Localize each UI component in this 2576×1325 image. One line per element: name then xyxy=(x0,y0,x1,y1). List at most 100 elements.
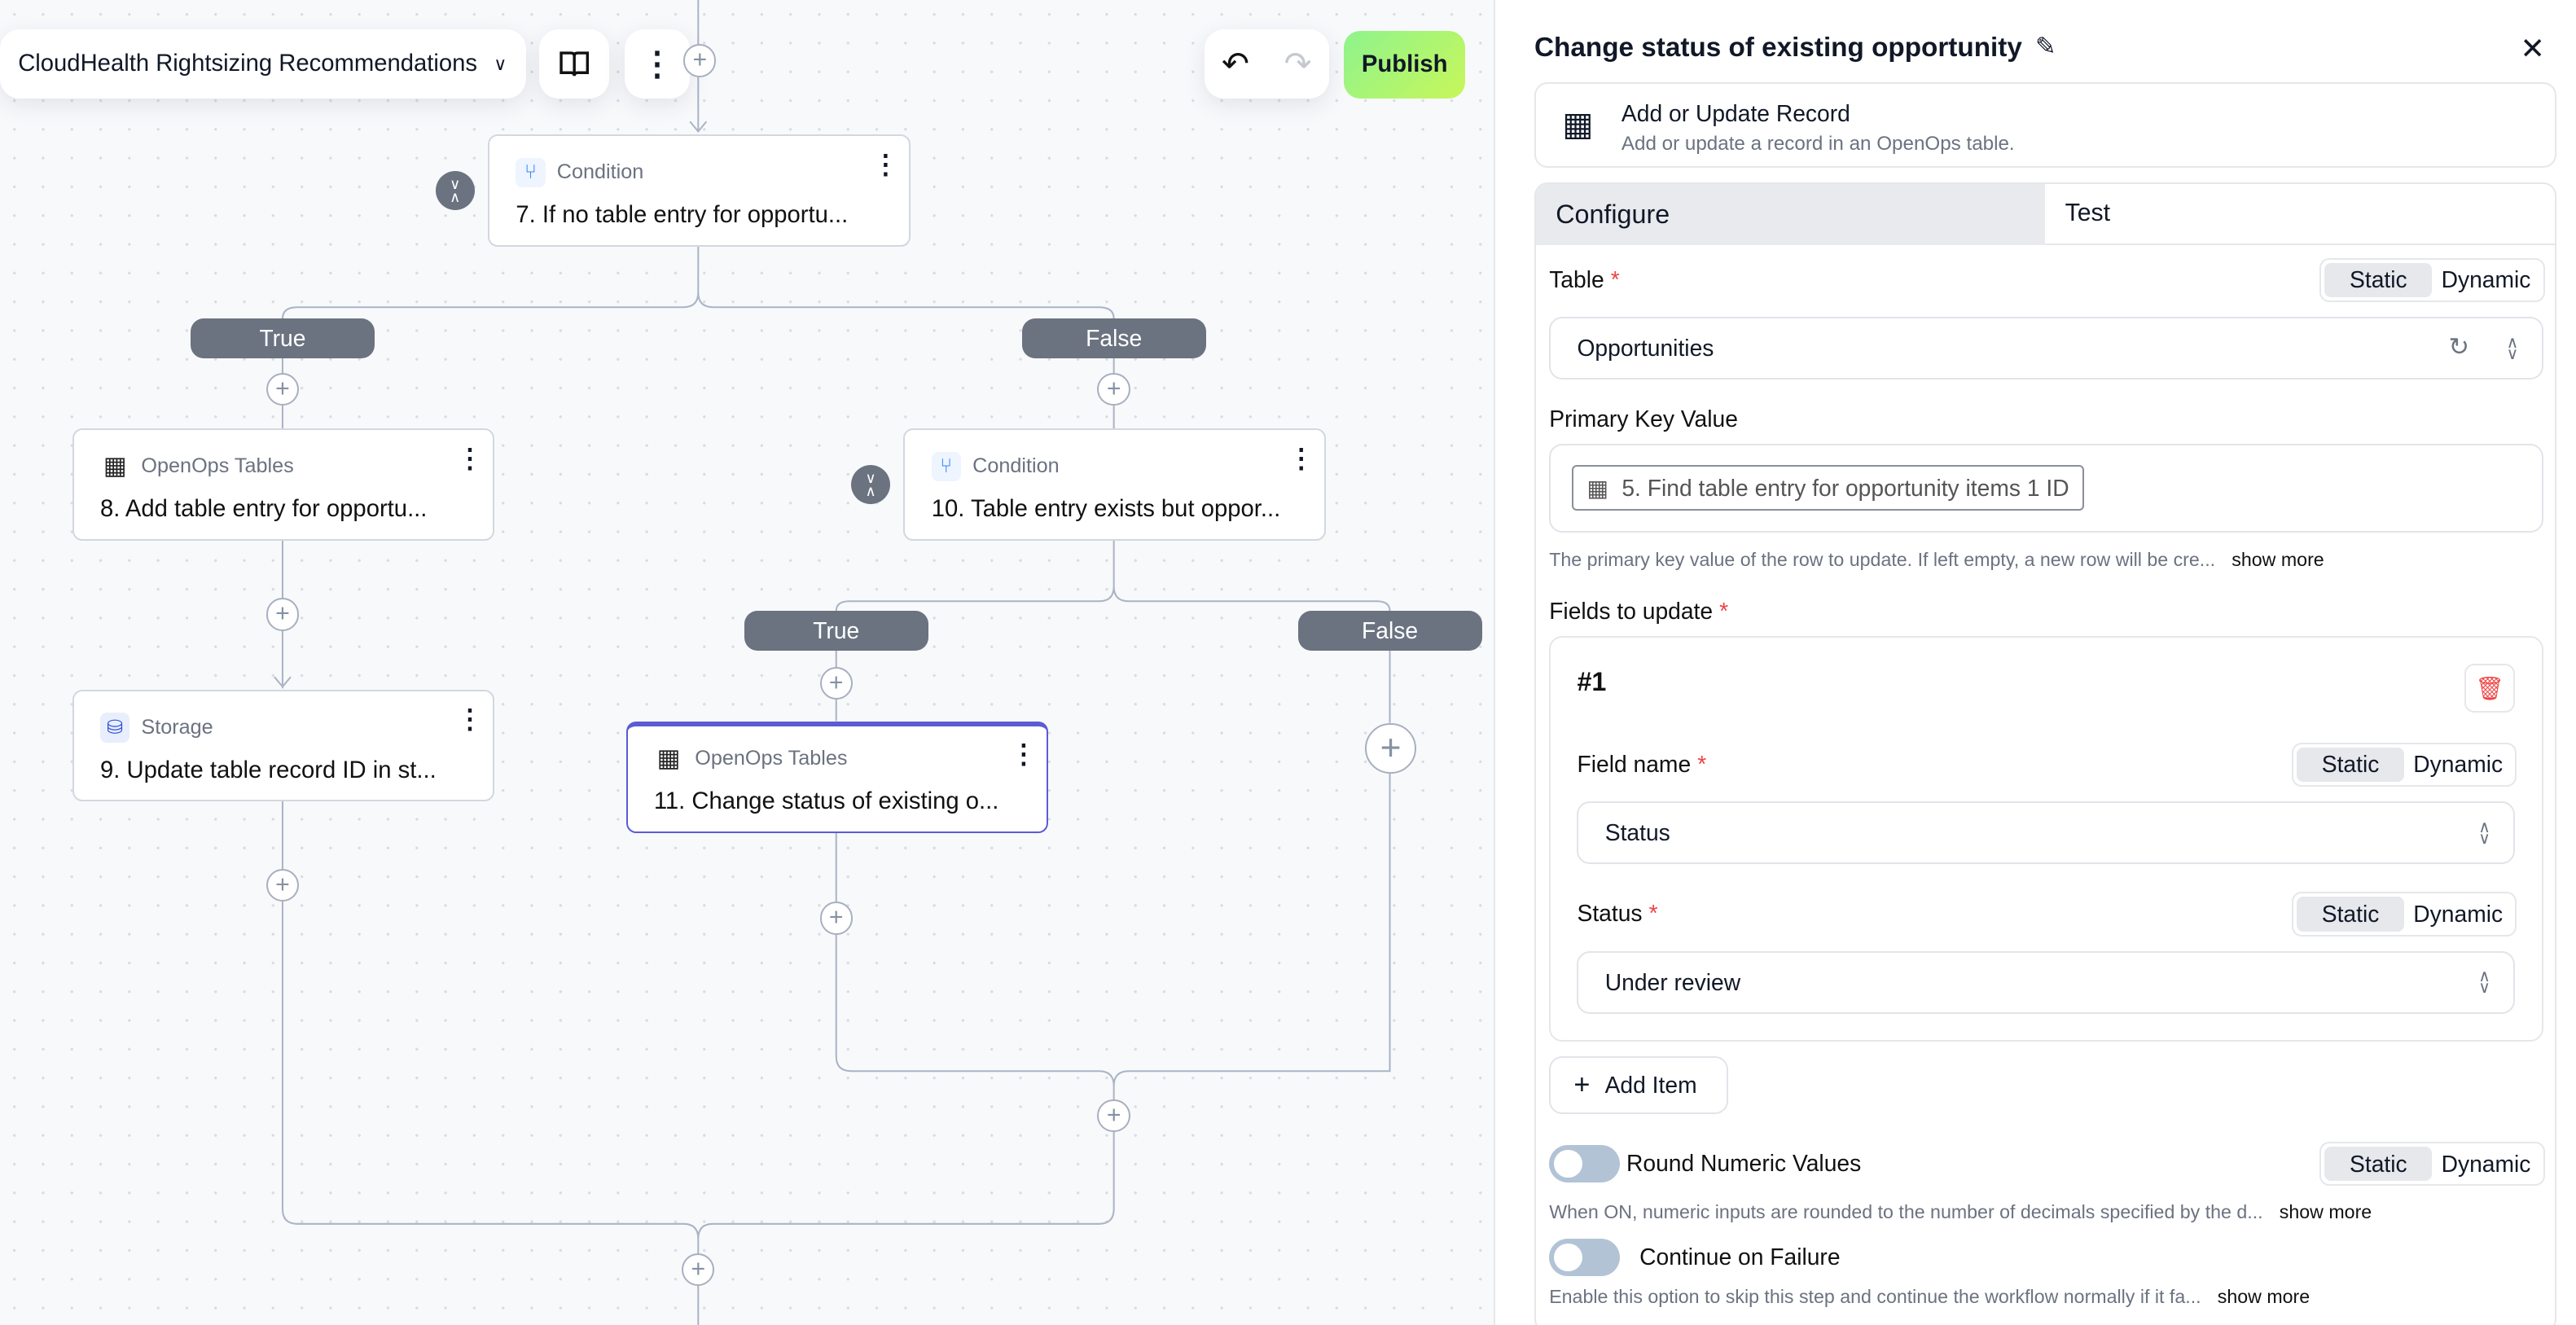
condition-icon: ⑂ xyxy=(516,157,546,187)
close-icon[interactable]: ✕ xyxy=(2520,32,2545,66)
round-help: When ON, numeric inputs are rounded to t… xyxy=(1549,1200,2263,1222)
tab-configure[interactable]: Configure xyxy=(1536,183,2046,245)
add-item-button[interactable]: + Add Item xyxy=(1549,1056,1729,1114)
add-step-button[interactable]: + xyxy=(819,902,853,935)
flow-node-7[interactable]: ⑂ Condition 7. If no table entry for oppo… xyxy=(488,134,911,247)
node-menu-icon[interactable]: ⋮ xyxy=(1288,443,1314,473)
fields-label: Fields to update* xyxy=(1549,598,1729,625)
add-step-button[interactable]: + xyxy=(1097,372,1130,406)
refresh-icon[interactable]: ↻ xyxy=(2448,334,2469,362)
add-step-button[interactable]: + xyxy=(1097,1099,1130,1132)
node-menu-icon[interactable]: ⋮ xyxy=(456,443,484,473)
action-name: Add or Update Record xyxy=(1621,100,1850,127)
node-title: 11. Change status of existing o... xyxy=(653,788,999,815)
static-option[interactable]: Static xyxy=(2296,747,2405,783)
show-more-link[interactable]: show more xyxy=(2217,1286,2311,1308)
continue-on-failure-switch[interactable] xyxy=(1549,1238,1620,1277)
dynamic-option[interactable]: Dynamic xyxy=(2441,1150,2531,1177)
flow-node-10[interactable]: ⑂Condition 10. Table entry exists but op… xyxy=(903,428,1326,541)
add-step-button[interactable]: + xyxy=(265,869,300,902)
docs-button[interactable] xyxy=(538,29,610,99)
node-kind: Storage xyxy=(141,716,213,739)
add-step-button[interactable]: + xyxy=(682,1253,715,1287)
table-icon: ▦ xyxy=(656,745,681,773)
add-step-button[interactable]: + xyxy=(265,598,300,631)
trash-icon: 🗑︎ xyxy=(2475,674,2504,701)
redo-icon[interactable]: ↷ xyxy=(1284,45,1312,83)
table-label: Table* xyxy=(1549,265,1620,292)
collapse-branch-button[interactable]: ∨∧ xyxy=(435,170,475,211)
table-icon: ▦ xyxy=(1562,105,1594,143)
publish-button[interactable]: Publish xyxy=(1344,31,1466,99)
status-mode-toggle[interactable]: Static Dynamic xyxy=(2291,892,2517,937)
dynamic-option[interactable]: Dynamic xyxy=(2441,266,2531,293)
continue-help: Enable this option to skip this step and… xyxy=(1549,1286,2201,1308)
static-option[interactable]: Static xyxy=(2296,897,2405,932)
action-description: Add or update a record in an OpenOps tab… xyxy=(1621,133,2015,156)
tab-test[interactable]: Test xyxy=(2045,184,2555,245)
add-step-button[interactable]: + xyxy=(265,372,300,406)
table-select[interactable]: Opportunities ↻ ∧∨ xyxy=(1549,317,2543,380)
node-title: 9. Update table record ID in st... xyxy=(100,757,437,783)
status-select[interactable]: Under review∧∨ xyxy=(1577,950,2516,1014)
node-title: 10. Table entry exists but oppor... xyxy=(931,496,1281,523)
branch-false-label: False xyxy=(1021,318,1206,358)
show-more-link[interactable]: show more xyxy=(2279,1200,2372,1222)
dynamic-option[interactable]: Dynamic xyxy=(2413,901,2504,928)
status-value: Under review xyxy=(1604,968,1741,995)
flow-node-11-selected[interactable]: ▦ OpenOps Tables 11. Change status of exi… xyxy=(625,721,1048,833)
add-item-label: Add Item xyxy=(1604,1071,1697,1098)
table-icon: ▦ xyxy=(1586,474,1609,501)
step-reference-chip[interactable]: ▦5. Find table entry for opportunity ite… xyxy=(1572,464,2084,511)
delete-item-button[interactable]: 🗑︎ xyxy=(2464,663,2516,713)
round-mode-toggle[interactable]: Static Dynamic xyxy=(2319,1141,2545,1187)
workflow-canvas[interactable]: CloudHealth Rightsizing Recommendations … xyxy=(0,0,1494,1325)
step-title[interactable]: Change status of existing opportunity ✎ xyxy=(1534,33,2056,64)
node-kind: OpenOps Tables xyxy=(695,747,848,770)
flow-node-8[interactable]: ▦OpenOps Tables 8. Add table entry for o… xyxy=(72,428,495,541)
action-card[interactable]: ▦ Add or Update Record Add or update a r… xyxy=(1534,81,2556,168)
database-icon: ⛁ xyxy=(100,713,130,743)
dynamic-option[interactable]: Dynamic xyxy=(2413,751,2504,778)
table-mode-toggle[interactable]: Static Dynamic xyxy=(2319,257,2545,303)
table-value: Opportunities xyxy=(1577,335,1714,362)
node-kind: Condition xyxy=(556,160,644,184)
node-menu-icon[interactable]: ⋮ xyxy=(1010,739,1037,769)
node-menu-icon[interactable]: ⋮ xyxy=(456,704,484,735)
branch-false-label: False xyxy=(1297,611,1482,651)
more-menu-button[interactable]: ⋮ xyxy=(624,29,691,99)
collapse-branch-button[interactable]: ∨∧ xyxy=(850,464,891,505)
step-title-text: Change status of existing opportunity xyxy=(1534,33,2022,64)
field-item-1 xyxy=(1549,635,2543,1042)
node-title: 7. If no table entry for opportu... xyxy=(516,202,849,229)
workflow-name-dropdown[interactable]: CloudHealth Rightsizing Recommendations … xyxy=(0,29,526,99)
branch-true-label: True xyxy=(190,318,375,358)
node-menu-icon[interactable]: ⋮ xyxy=(872,149,899,179)
item-title: #1 xyxy=(1577,666,1607,696)
condition-icon: ⑂ xyxy=(931,451,962,481)
flow-node-9[interactable]: ⛁ Storage 9. Update table record ID in st… xyxy=(72,690,495,802)
static-option[interactable]: Static xyxy=(2324,1146,2433,1182)
primary-key-input[interactable]: ▦5. Find table entry for opportunity ite… xyxy=(1549,443,2543,533)
workflow-name: CloudHealth Rightsizing Recommendations xyxy=(18,50,478,77)
vertical-dots-icon: ⋮ xyxy=(640,45,674,83)
undo-icon[interactable]: ↶ xyxy=(1222,45,1249,83)
round-numeric-label: Round Numeric Values xyxy=(1626,1150,1862,1177)
add-step-button[interactable]: + xyxy=(1365,722,1416,774)
node-title: 8. Add table entry for opportu... xyxy=(100,496,428,523)
primary-key-label: Primary Key Value xyxy=(1549,406,1738,432)
pencil-icon[interactable]: ✎ xyxy=(2034,33,2056,61)
node-kind: OpenOps Tables xyxy=(141,454,294,478)
plus-icon: + xyxy=(1573,1068,1591,1100)
static-option[interactable]: Static xyxy=(2324,262,2433,298)
field-name-value: Status xyxy=(1604,819,1670,846)
add-step-button[interactable]: + xyxy=(683,44,717,77)
add-step-button[interactable]: + xyxy=(819,666,853,700)
field-name-mode-toggle[interactable]: Static Dynamic xyxy=(2291,742,2517,788)
round-numeric-switch[interactable] xyxy=(1549,1144,1620,1183)
step-settings-panel: Change status of existing opportunity ✎ ✕… xyxy=(1493,0,2576,1325)
field-name-label: Field name* xyxy=(1577,750,1707,777)
field-name-select[interactable]: Status∧∨ xyxy=(1577,801,2516,865)
show-more-link[interactable]: show more xyxy=(2232,548,2324,570)
chevron-down-icon: ∨ xyxy=(494,53,507,74)
